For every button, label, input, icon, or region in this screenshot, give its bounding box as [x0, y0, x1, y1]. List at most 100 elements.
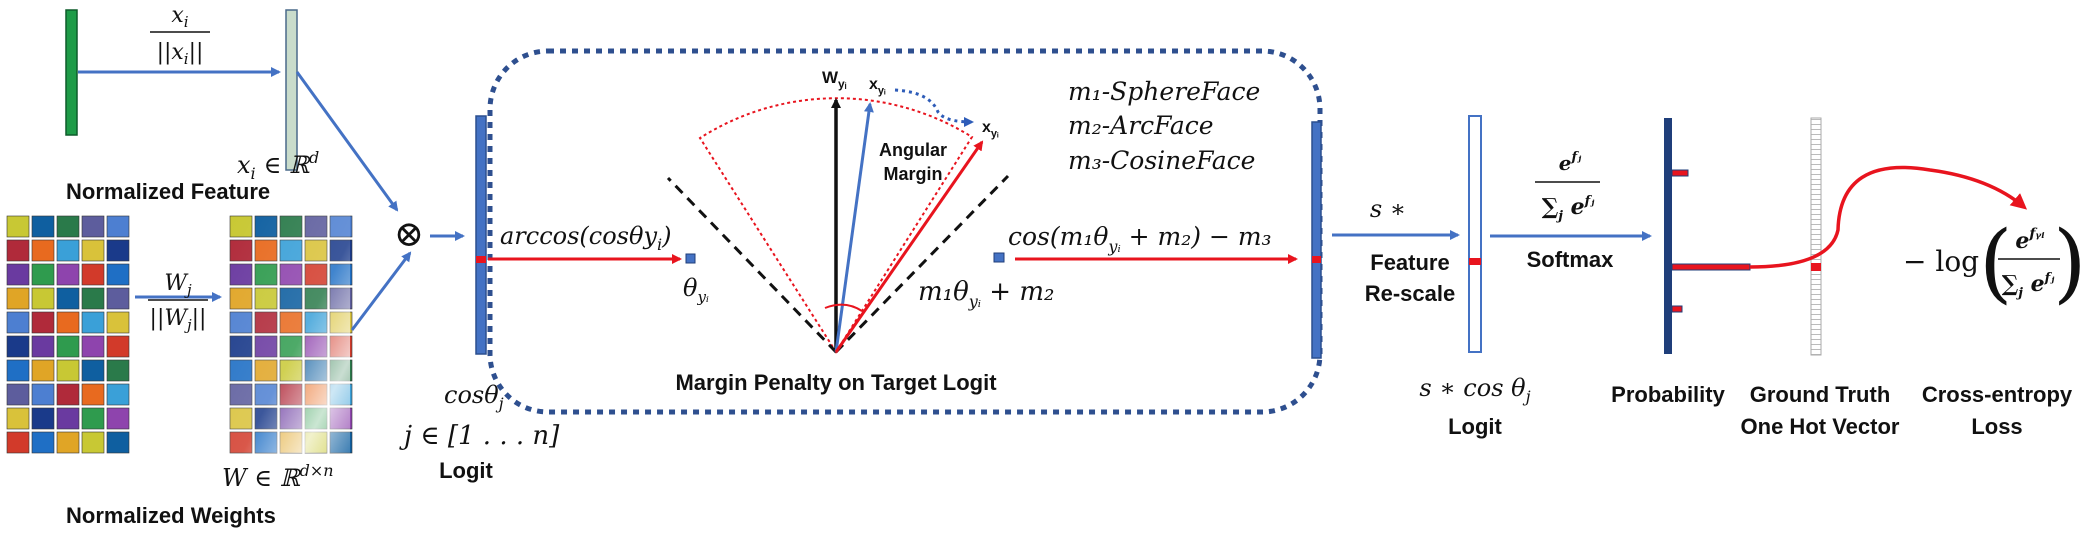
- svg-text:− log: − log: [1903, 245, 1979, 278]
- x-yi-label: xyᵢ: [869, 76, 886, 97]
- svg-text:efⱼ: efⱼ: [1559, 150, 1582, 175]
- multiply-symbol: ⊗: [394, 214, 424, 255]
- scaled-logit-marker: [1469, 258, 1481, 265]
- s-times-label: s ∗: [1370, 195, 1406, 223]
- angular-margin-label-1: Angular: [879, 140, 947, 160]
- weight-cell: [56, 431, 80, 454]
- weight-space-label: W ∈ ℝd×n: [222, 461, 334, 492]
- svg-text:): ): [2053, 213, 2087, 313]
- feature-to-multiply-arrow: [295, 71, 399, 212]
- weight-cell: [56, 263, 80, 286]
- weight-cell: [31, 239, 55, 262]
- w-yi-label: Wyᵢ: [822, 68, 847, 91]
- svg-text:xi: xi: [171, 3, 188, 31]
- weight-cell: [56, 335, 80, 358]
- weight-cell: [6, 431, 30, 454]
- m1-theta-plus-m2-label: m₁θyᵢ + m₂: [918, 277, 1054, 311]
- weight-cell: [6, 359, 30, 382]
- logit-vector: [475, 115, 487, 355]
- one-hot-target: [1811, 263, 1821, 271]
- logit-label-1: Logit: [439, 458, 493, 483]
- decision-boundary-right: [834, 174, 1010, 354]
- weight-cell: [31, 431, 55, 454]
- normalize-weight-fraction: Wj ||Wj||: [148, 271, 208, 334]
- one-hot-vector: [1810, 117, 1822, 356]
- weight-cell: [6, 311, 30, 334]
- legend-arcface: m₂-ArcFace: [1068, 111, 1214, 140]
- weight-cell: [81, 431, 105, 454]
- weight-cell: [81, 311, 105, 334]
- cos-margin-label: cos(m₁θyᵢ + m₂) − m₃: [1008, 222, 1272, 256]
- raw-feature-bar: [65, 9, 78, 136]
- svg-text:||xi||: ||xi||: [157, 40, 204, 68]
- weight-cell: [31, 311, 55, 334]
- weight-cell: [106, 431, 130, 454]
- svg-text:∑j efⱼ: ∑j efⱼ: [2002, 271, 2056, 301]
- weight-cell: [81, 263, 105, 286]
- x-yi-vector: [834, 102, 874, 353]
- weight-cell: [81, 359, 105, 382]
- weight-cell: [106, 407, 130, 430]
- ground-truth-label-1: Ground Truth: [1750, 382, 1891, 407]
- margin-angle-arc: [824, 303, 863, 312]
- cos-margin-marker: [993, 252, 1005, 263]
- cos-theta-j-label: cosθj: [444, 381, 504, 413]
- s-cos-theta-label: s ∗ cos θj: [1419, 374, 1530, 406]
- weight-cell: [31, 335, 55, 358]
- target-logit-marker: [476, 256, 486, 263]
- x-rotation-dotted-arrow: [894, 88, 974, 127]
- theta-label: θyᵢ: [683, 274, 709, 306]
- weight-cell: [106, 263, 130, 286]
- weight-fade-overlay: [230, 215, 350, 453]
- weight-cell: [6, 287, 30, 310]
- prob-bar-small-2: [1671, 305, 1683, 313]
- weight-cell: [56, 407, 80, 430]
- weight-cell: [81, 287, 105, 310]
- rescale-label: Re-scale: [1365, 281, 1456, 306]
- cross-entropy-label-1: Cross-entropy: [1922, 382, 2073, 407]
- weight-cell: [106, 287, 130, 310]
- legend-cosineface: m₃-CosineFace: [1068, 146, 1255, 175]
- softmax-formula: efⱼ ∑j efⱼ: [1535, 150, 1600, 224]
- weight-cell: [106, 311, 130, 334]
- weight-cell: [6, 239, 30, 262]
- weight-cell: [6, 383, 30, 406]
- margin-shifted-vector: [834, 140, 984, 353]
- weight-cell: [106, 215, 130, 238]
- logit-label-2: Logit: [1448, 414, 1502, 439]
- weight-cell: [106, 383, 130, 406]
- angular-margin-geometry: [666, 88, 1010, 354]
- weight-cell: [31, 407, 55, 430]
- feature-space-label: xi∈ ℝd: [237, 148, 319, 183]
- cross-entropy-label-2: Loss: [1971, 414, 2022, 439]
- prob-bar-small-1: [1671, 169, 1689, 177]
- weight-cell: [31, 287, 55, 310]
- weight-cell: [31, 263, 55, 286]
- margin-box-caption: Margin Penalty on Target Logit: [675, 370, 997, 395]
- weight-cell: [6, 335, 30, 358]
- svg-text:efᵧᵢ: efᵧᵢ: [2015, 226, 2044, 254]
- decision-boundary-left: [666, 176, 838, 354]
- probability-label: Probability: [1611, 382, 1725, 407]
- scaled-logit-vector: [1468, 115, 1482, 353]
- weight-cell: [6, 263, 30, 286]
- softmax-label: Softmax: [1527, 247, 1615, 272]
- weight-cell: [56, 239, 80, 262]
- probability-vector: [1664, 118, 1672, 354]
- margin-logit-vector: [1311, 121, 1322, 359]
- j-range-label: j ∈ [1 . . . n]: [399, 421, 560, 451]
- weight-to-multiply-arrow: [350, 251, 412, 331]
- svg-text:∑j efⱼ: ∑j efⱼ: [1542, 194, 1596, 224]
- weight-cell: [6, 407, 30, 430]
- weight-cell: [31, 383, 55, 406]
- theta-marker: [685, 253, 696, 264]
- weight-cell: [31, 215, 55, 238]
- margin-logit-marker: [1312, 256, 1321, 263]
- weight-cell: [81, 239, 105, 262]
- weight-cell: [56, 287, 80, 310]
- weight-cell: [56, 311, 80, 334]
- weight-cell: [81, 215, 105, 238]
- normalized-feature-label: Normalized Feature: [66, 179, 270, 204]
- weight-cell: [56, 215, 80, 238]
